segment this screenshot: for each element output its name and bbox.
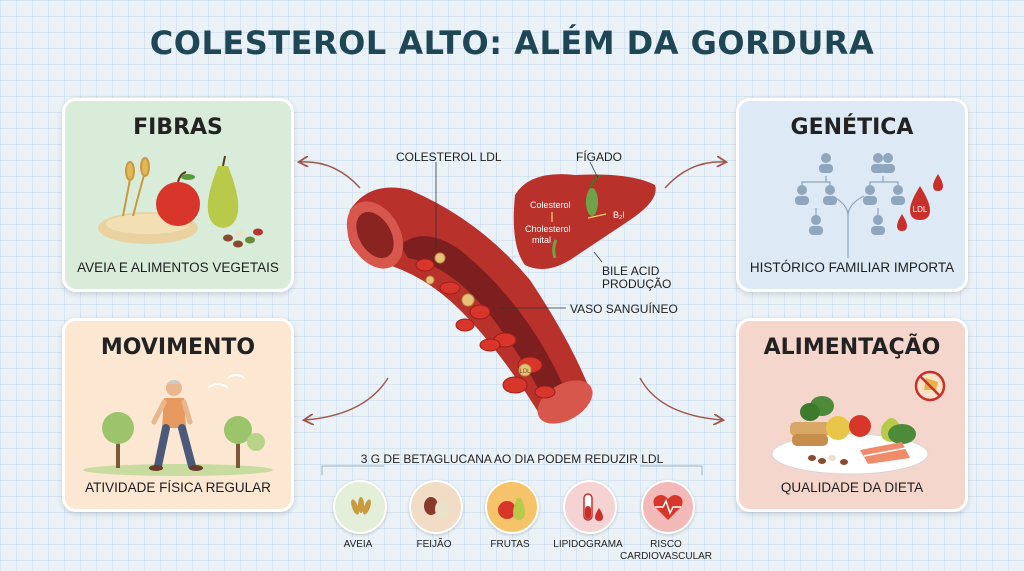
movimento-title: MOVIMENTO xyxy=(100,335,256,360)
frutas-label: FRUTAS xyxy=(490,539,530,550)
alimentacao-title: ALIMENTAÇÃO xyxy=(763,335,941,360)
fibras-food-illustration xyxy=(98,155,263,248)
ldl-particles xyxy=(425,252,532,377)
fibras-caption: AVEIA E ALIMENTOS VEGETAIS xyxy=(77,260,279,275)
blood-drop-icon xyxy=(897,174,943,231)
tree-icon xyxy=(102,412,265,468)
blood-vessel-liver-illustration: LDL Colesterol Cholesterol mital B₂l xyxy=(346,161,656,424)
arrow-to-genetica xyxy=(664,162,725,189)
family-tree-illustration: LDL xyxy=(795,153,943,258)
leafy-greens xyxy=(800,396,916,444)
walking-person-illustration xyxy=(83,374,273,476)
footer-text: 3 G DE BETAGLUCANA AO DIA PODEM REDUZIR … xyxy=(360,452,664,466)
label-vaso-sanguineo: VASO SANGUÍNEO xyxy=(570,302,678,316)
lipidograma-label: LIPIDOGRAMA xyxy=(553,539,623,550)
card-genetica: GENÉTICA LDL HISTÓRICO FAMILIAR IMPORTA xyxy=(736,98,968,292)
aveia-label: AVEIA xyxy=(343,539,373,550)
ldl-drop-label: LDL xyxy=(913,205,928,214)
oat-icon xyxy=(333,480,387,534)
fruit-icon xyxy=(485,480,539,534)
cardiovascular-label: CARDIOVASCULAR xyxy=(619,551,713,562)
label-figado: FÍGADO xyxy=(576,150,623,164)
genetica-title: GENÉTICA xyxy=(790,115,914,140)
liver-icon xyxy=(513,174,656,269)
arrow-to-fibras xyxy=(300,162,361,189)
footer-bracket xyxy=(321,465,703,475)
liver-text-1: Colesterol xyxy=(530,200,571,210)
feijao-label: FEIJÃO xyxy=(416,539,452,550)
label-bile-acid: BILE ACID xyxy=(602,264,660,278)
bean-icon xyxy=(409,480,463,534)
liver-text-2: Cholesterol xyxy=(525,224,571,234)
page-title: COLESTEROL ALTO: ALÉM DA GORDURA xyxy=(149,24,875,62)
liver-text-3: mital xyxy=(532,235,551,245)
risco-label: RISCO xyxy=(650,539,682,550)
alimentacao-caption: QUALIDADE DA DIETA xyxy=(780,480,924,495)
genetica-caption: HISTÓRICO FAMILIAR IMPORTA xyxy=(749,260,955,275)
liver-text-4: B₂l xyxy=(613,210,625,220)
blood-tube-icon xyxy=(563,480,617,534)
label-producao: PRODUÇÃO xyxy=(602,277,672,291)
card-movimento: MOVIMENTO ATIVIDADE FÍSICA REGULAR xyxy=(62,318,294,512)
card-alimentacao: ALIMENTAÇÃO QUALIDADE DA DIETA xyxy=(736,318,968,512)
card-fibras: FIBRAS AVEIA E ALIMENTOS VEGETAIS xyxy=(62,98,294,292)
label-colesterol-ldl: COLESTEROL LDL xyxy=(396,150,502,164)
healthy-plate-illustration xyxy=(771,370,946,475)
arrow-to-alimentacao xyxy=(639,377,722,420)
heart-pulse-icon xyxy=(641,480,695,534)
ldl-particle-label: LDL xyxy=(519,369,531,375)
movimento-caption: ATIVIDADE FÍSICA REGULAR xyxy=(85,480,271,495)
no-fat-icon xyxy=(914,370,946,402)
fibras-title: FIBRAS xyxy=(133,115,223,140)
arrow-to-movimento xyxy=(305,377,389,420)
